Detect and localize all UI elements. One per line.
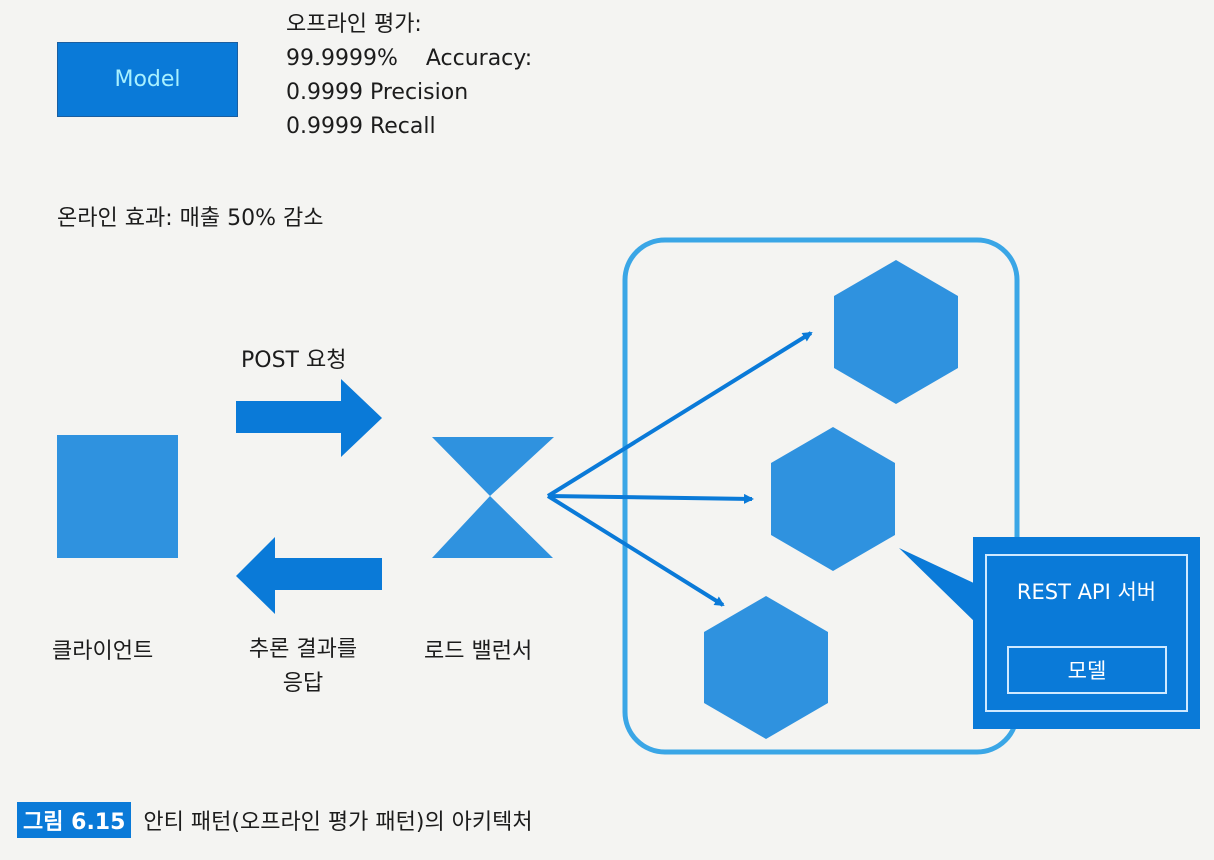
load-balancer-label: 로드 밸런서 [424, 639, 533, 664]
lb-to-server-middle-arrow [547, 493, 754, 504]
inner-model-box: 모델 [1007, 646, 1167, 694]
response-arrow [236, 537, 382, 614]
post-request-label: POST 요청 [241, 348, 347, 373]
post-request-arrow [236, 379, 382, 457]
offline-eval-title: 오프라인 평가: [286, 12, 422, 37]
offline-eval-precision: 0.9999 Precision [286, 80, 469, 105]
model-box: Model [57, 42, 238, 117]
server-hexagon-middle [771, 427, 895, 571]
offline-eval-block: 오프라인 평가: 99.9999% Accuracy: 0.9999 Preci… [286, 8, 532, 144]
figure-number: 그림 6.15 [17, 802, 132, 838]
online-effect-text: 온라인 효과: 매출 50% 감소 [57, 206, 324, 231]
load-balancer-shape [432, 437, 554, 558]
lb-to-server-bottom-arrow [546, 494, 725, 607]
callout-pointer [899, 548, 978, 625]
model-label: Model [114, 67, 181, 92]
response-label-line2: 응답 [282, 671, 324, 696]
response-label: 추론 결과를 응답 [228, 633, 378, 701]
client-label: 클라이언트 [52, 639, 154, 664]
lb-to-server-top-arrow [546, 331, 813, 498]
server-hexagon-top [834, 260, 958, 404]
offline-eval-recall: 0.9999 Recall [286, 114, 436, 139]
server-hexagon-bottom [704, 596, 828, 739]
offline-eval-accuracy: 99.9999% Accuracy: [286, 46, 533, 71]
response-label-line1: 추론 결과를 [248, 637, 358, 662]
inner-model-label: 모델 [1067, 659, 1107, 683]
figure-caption: 그림 6.15 안티 패턴(오프라인 평가 패턴)의 아키텍처 [17, 802, 533, 838]
rest-api-callout: REST API 서버 모델 [973, 537, 1200, 729]
rest-api-server-box: REST API 서버 모델 [985, 554, 1188, 712]
figure-caption-text: 안티 패턴(오프라인 평가 패턴)의 아키텍처 [143, 810, 533, 835]
rest-api-server-label: REST API 서버 [1016, 580, 1157, 604]
client-shape [57, 435, 178, 558]
